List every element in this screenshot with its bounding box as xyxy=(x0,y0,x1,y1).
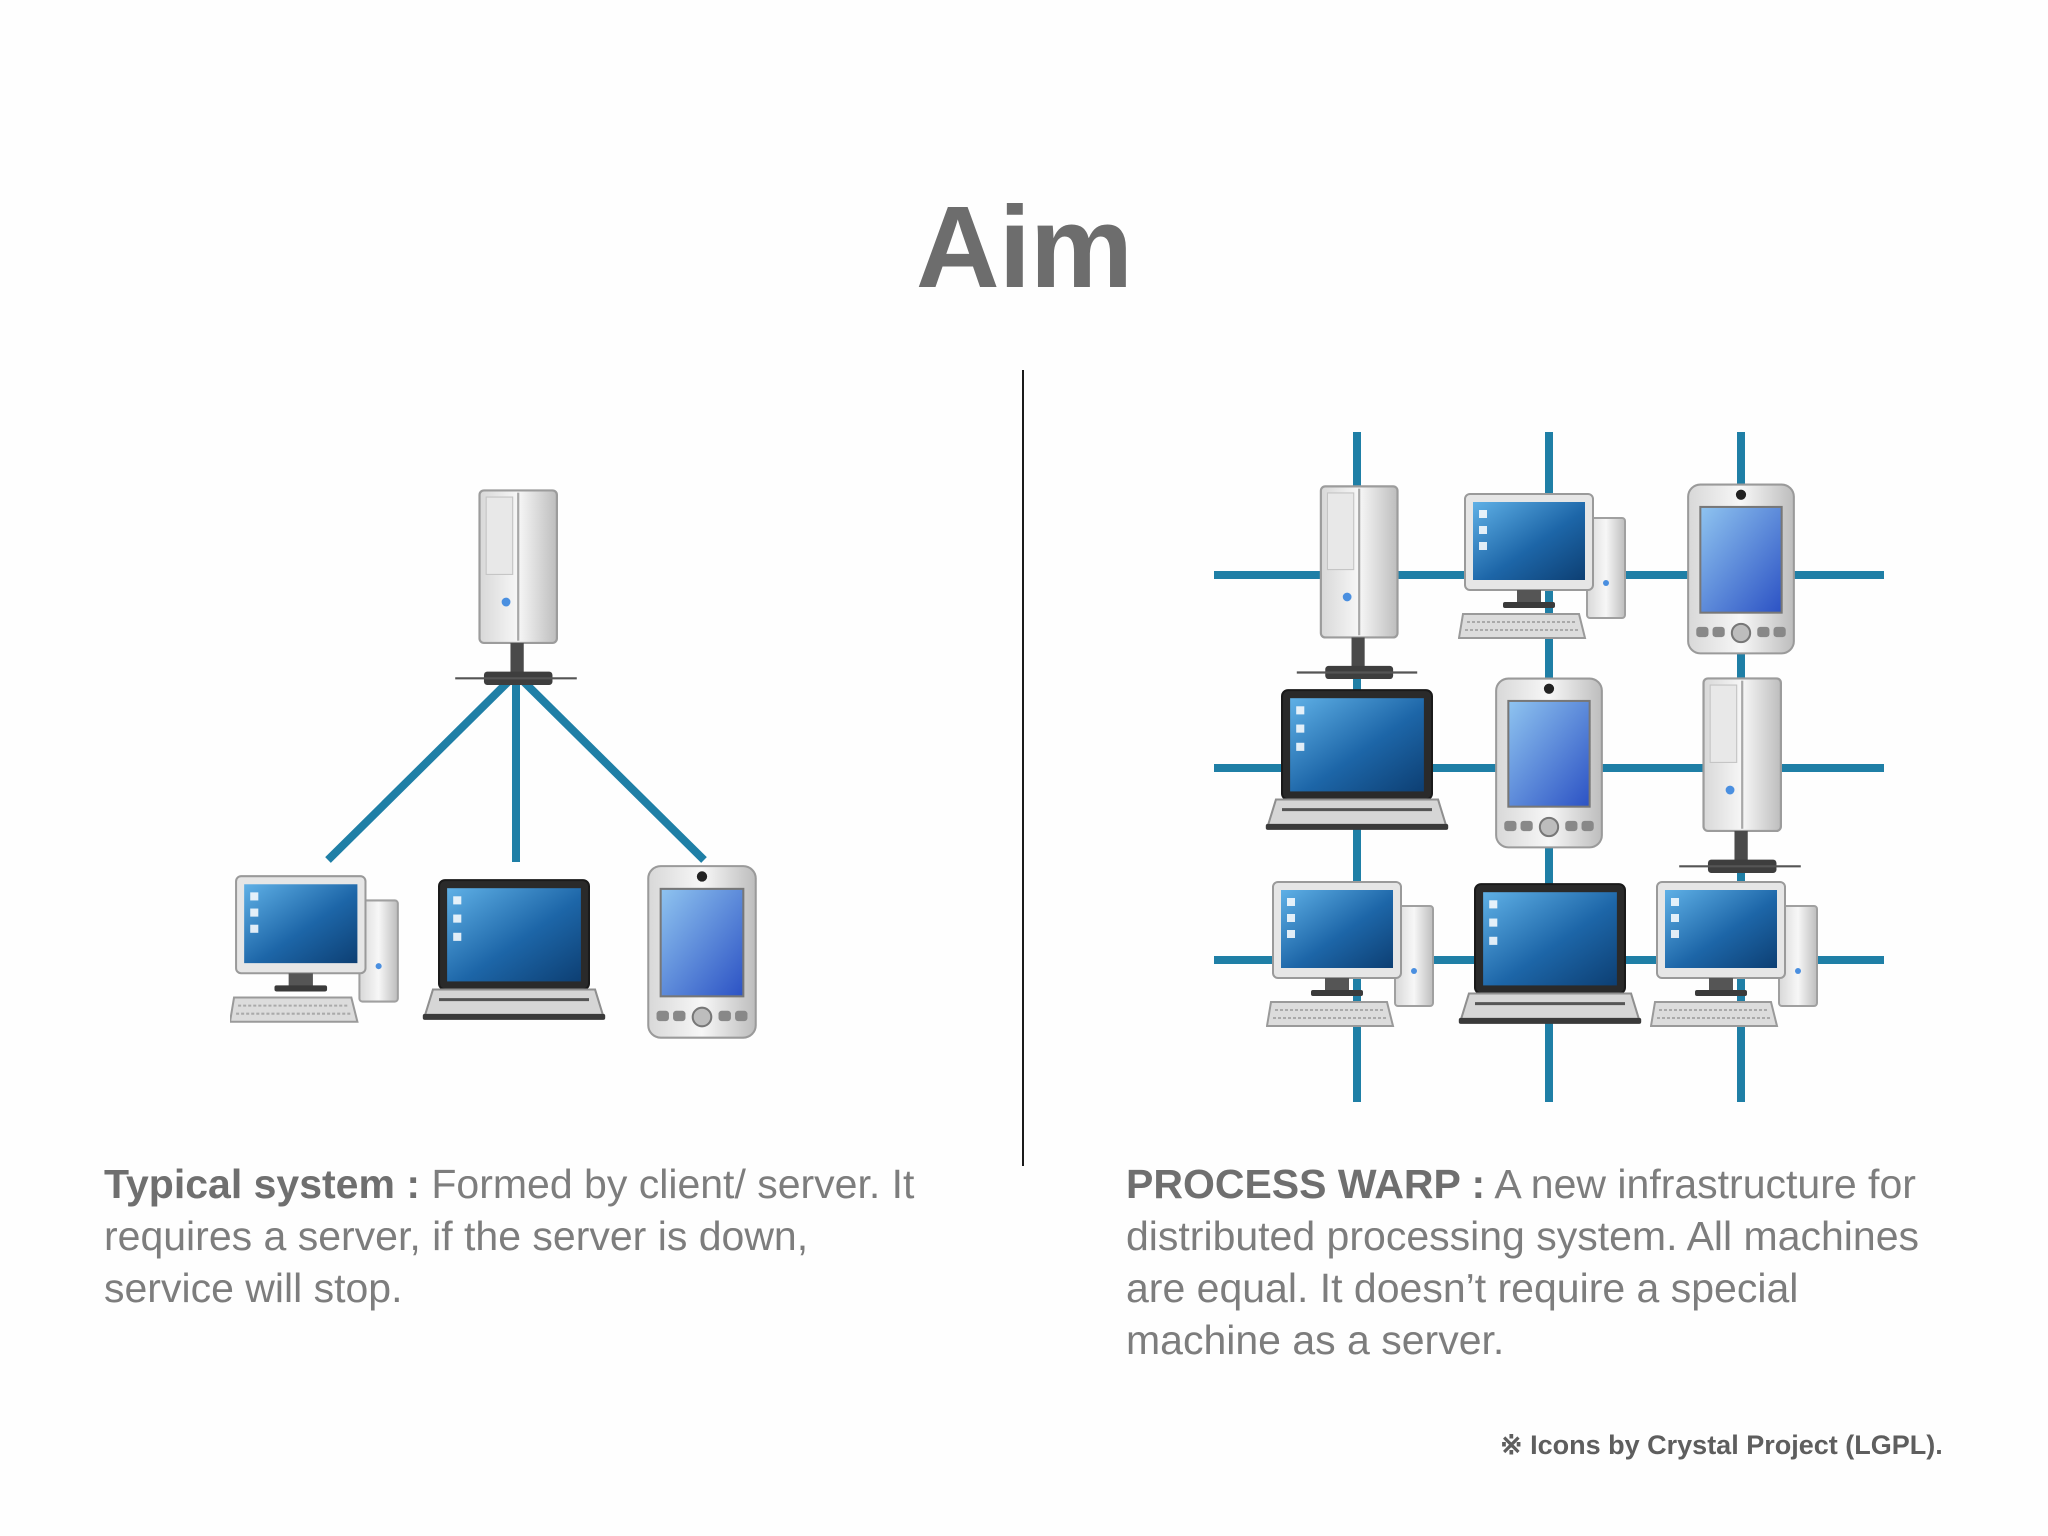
process-warp-caption: PROCESS WARP : A new infrastructure for … xyxy=(1126,1158,1946,1366)
server-links xyxy=(325,671,707,863)
desktop-computer-icon xyxy=(1266,880,1435,1028)
typical-system-lead: Typical system : xyxy=(104,1161,420,1207)
column-divider xyxy=(1022,370,1024,1166)
desktop-computer-icon xyxy=(230,875,399,1023)
peer-mesh-diagram xyxy=(1214,432,1884,1102)
typical-system-caption: Typical system : Formed by client/ serve… xyxy=(104,1158,934,1314)
pda-icon xyxy=(1687,483,1795,655)
link-server-pda xyxy=(513,671,707,863)
slide-title: Aim xyxy=(915,182,1133,312)
server-tower-icon xyxy=(1677,677,1803,875)
process-warp-lead: PROCESS WARP : xyxy=(1126,1161,1486,1207)
client-server-diagram xyxy=(230,489,757,1039)
desktop-computer-icon xyxy=(1458,492,1627,640)
process-warp-text: A new infrastructure for distributed pro… xyxy=(1126,1161,1920,1363)
icon-credit: ※ Icons by Crystal Project (LGPL). xyxy=(1500,1430,1943,1460)
laptop-icon xyxy=(1265,688,1449,832)
pda-icon xyxy=(647,865,757,1039)
laptop-icon xyxy=(1458,882,1642,1026)
typical-system-text: Formed by client/ server. It requires a … xyxy=(104,1161,915,1311)
server-tower-icon xyxy=(1295,485,1419,681)
link-server-desktop xyxy=(325,671,519,863)
desktop-computer-icon xyxy=(1650,880,1819,1028)
laptop-icon xyxy=(422,878,606,1022)
server-tower-icon xyxy=(453,489,579,687)
pda-icon xyxy=(1495,677,1603,849)
